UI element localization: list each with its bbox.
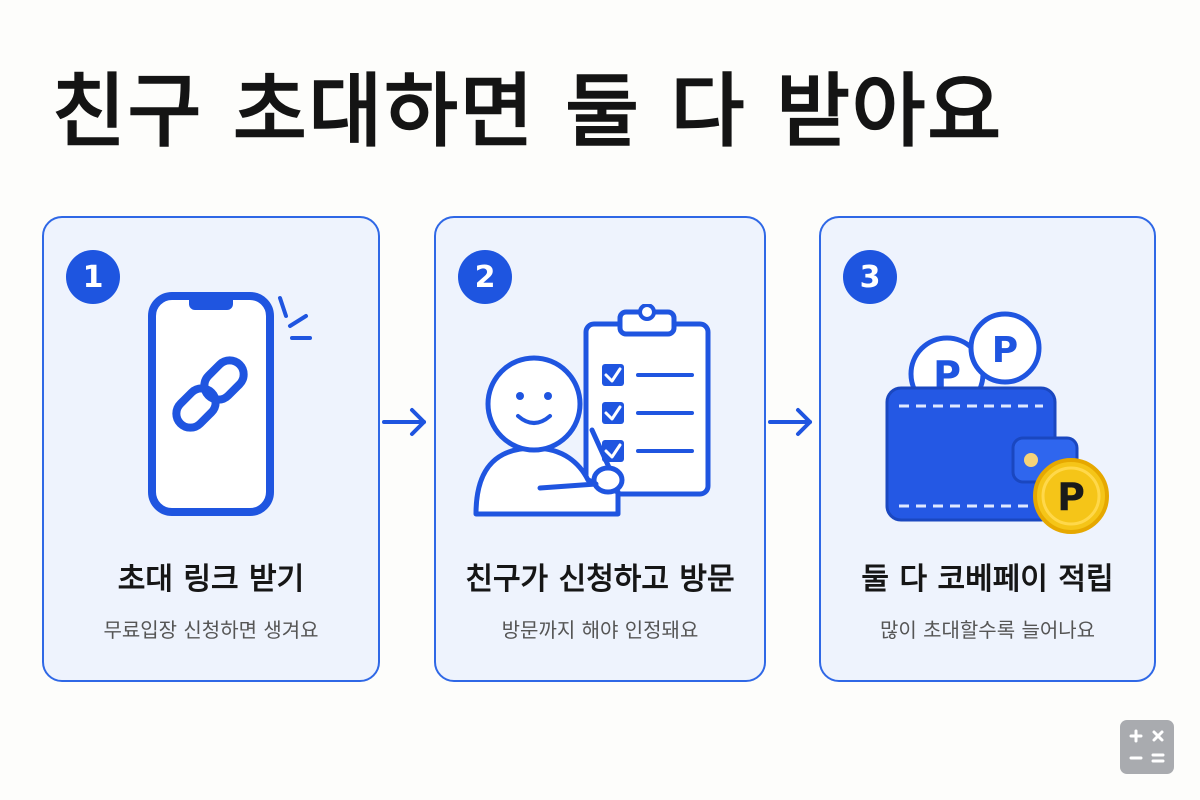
coin-symbol: P xyxy=(1057,475,1085,519)
coin-symbol: P xyxy=(992,330,1018,371)
calculator-symbols-icon xyxy=(1129,729,1165,763)
arrow-right-icon xyxy=(382,408,426,436)
step-title: 둘 다 코베페이 적립 xyxy=(861,562,1114,597)
headline: 친구 초대하면 둘 다 받아요 xyxy=(52,65,1004,158)
wallet-points-icon: P P P xyxy=(885,311,1109,534)
step-card-2: 2 친구가 신청하고 방문 방문까지 해야 인정돼요 xyxy=(434,216,766,682)
person-checklist-icon xyxy=(473,304,711,517)
step-description: 방문까지 해야 인정돼요 xyxy=(501,618,699,642)
step-title: 초대 링크 받기 xyxy=(117,562,305,597)
step-number-badge: 1 xyxy=(66,250,120,304)
step-number-badge: 2 xyxy=(458,250,512,304)
calculator-icon[interactable] xyxy=(1120,720,1174,774)
step-number-badge: 3 xyxy=(843,250,897,304)
phone-link-icon xyxy=(148,292,312,516)
step-description: 무료입장 신청하면 생겨요 xyxy=(103,618,319,642)
arrow-right-icon xyxy=(768,408,812,436)
step-card-3: 3 P P P 둘 다 코베페이 적립 많이 초대할수록 늘어나요 xyxy=(819,216,1156,682)
step-card-1: 1 초대 링크 받기 무료입장 신청하면 생겨요 xyxy=(42,216,380,682)
step-title: 친구가 신청하고 방문 xyxy=(465,562,735,597)
step-description: 많이 초대할수록 늘어나요 xyxy=(879,618,1096,642)
